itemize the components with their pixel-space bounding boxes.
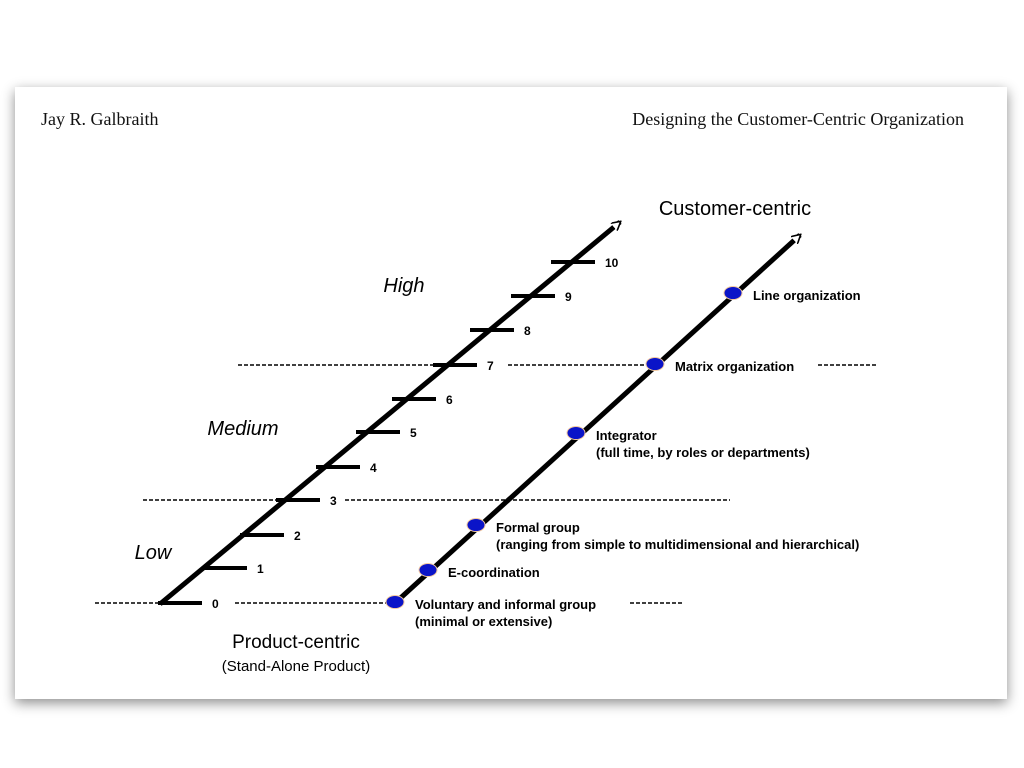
level-low: Low [135,542,173,564]
structure-dot [566,426,586,440]
structure-label: Matrix organization [675,359,794,374]
structure-dot [645,357,665,371]
scale-tick-label: 9 [565,290,572,304]
scale-tick-label: 1 [257,562,264,576]
scale-tick-label: 3 [330,494,337,508]
author: Jay R. Galbraith [41,109,159,129]
scale-tick-label: 6 [446,393,453,407]
structure-points: Voluntary and informal group (minimal or … [385,286,861,629]
document-title: Designing the Customer-Centric Organizat… [632,109,964,129]
customer-centric-label: Customer-centric [659,198,811,220]
structure-label: Line organization [753,288,861,303]
scale-tick-label: 5 [410,426,417,440]
structure-dot [466,518,486,532]
scale-tick-label: 7 [487,359,494,373]
structure-label: Voluntary and informal group [415,597,596,612]
page-card [15,87,1007,699]
scale-ticks: 0 1 2 3 4 5 6 7 8 9 10 [158,256,619,611]
structure-label: Integrator [596,428,657,443]
level-medium: Medium [207,418,278,440]
scale-tick-label: 8 [524,324,531,338]
scale-axis-arrow [158,220,620,606]
structure-label: Formal group [496,520,580,535]
structure-dot [723,286,743,300]
scale-tick-label: 4 [370,461,377,475]
structure-label: E-coordination [448,565,540,580]
structure-dot [418,563,438,577]
structure-detail: (full time, by roles or departments) [596,445,810,460]
scale-tick-label: 0 [212,597,219,611]
level-high: High [383,275,424,297]
product-centric-label: Product-centric [232,632,360,653]
scale-tick-label: 10 [605,256,619,270]
structure-dot [385,595,405,609]
level-dividers [95,364,878,604]
structure-detail: (minimal or extensive) [415,614,552,629]
scale-tick-label: 2 [294,529,301,543]
product-centric-sublabel: (Stand-Alone Product) [222,658,370,675]
structure-detail: (ranging from simple to multidimensional… [496,537,859,552]
